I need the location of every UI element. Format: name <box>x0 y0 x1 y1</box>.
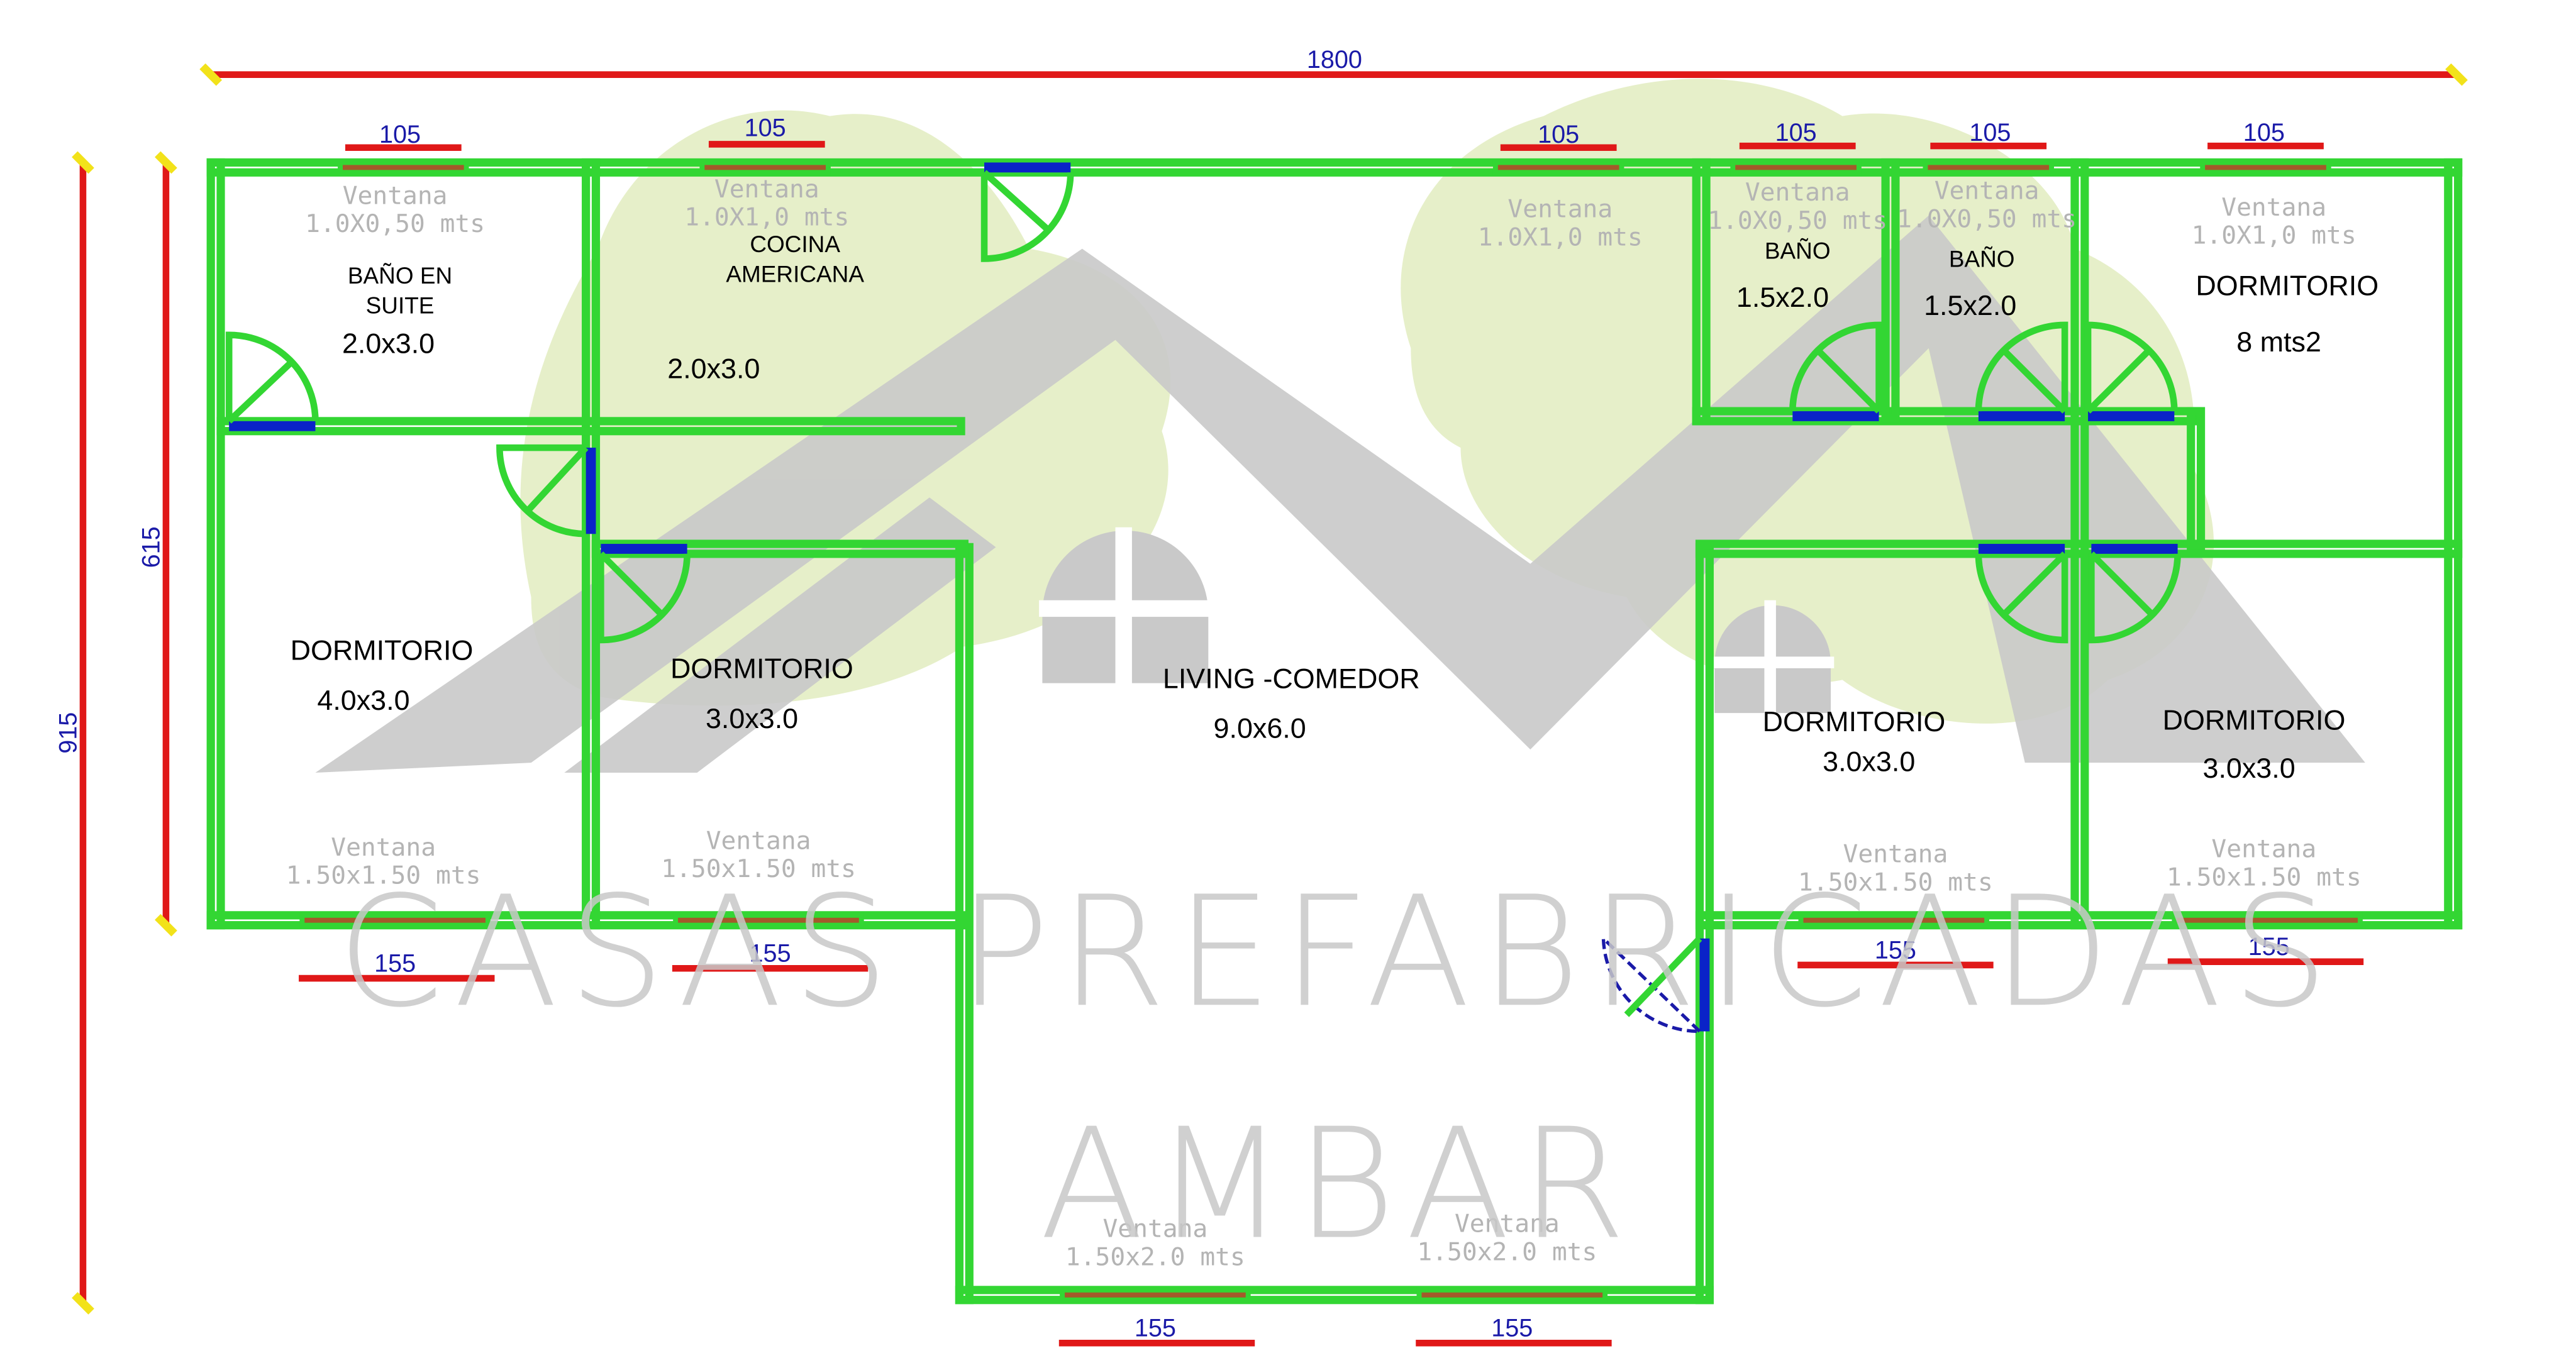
window-caption-bottom-1: Ventana <box>331 833 436 862</box>
dim-total-width: 1800 <box>1307 46 1362 74</box>
window-caption-bottom-3: Ventana <box>1843 839 1948 868</box>
window-caption-bottom-5: Ventana <box>1102 1214 1208 1243</box>
dim-top-window-3: 105 <box>1538 121 1579 148</box>
watermark: CASAS PREFABRICADAS AMBAR <box>337 864 2338 1274</box>
room-size-dorm-right-right: 3.0x3.0 <box>2203 752 2296 784</box>
room-size-dorm-left: 4.0x3.0 <box>317 684 409 716</box>
window-size-bottom-3: 1.50x1.50 mts <box>1798 868 1993 897</box>
window-icon-watermark <box>1039 527 1835 717</box>
dim-top-window-4: 105 <box>1775 119 1817 146</box>
watermark-line2: AMBAR <box>1040 1096 1636 1274</box>
window-size-bottom-4: 1.50x1.50 mts <box>2167 863 2362 892</box>
window-size-top-4: 1.0X0,50 mts <box>1707 206 1887 235</box>
window-caption-top-6: Ventana <box>2221 193 2326 222</box>
room-labels: BAÑO EN SUITE 2.0x3.0 COCINA AMERICANA 2… <box>291 231 2379 784</box>
room-size-cocina: 2.0x3.0 <box>667 352 760 384</box>
dim-bottom-window-6: 155 <box>1491 1315 1533 1342</box>
dim-bottom-window-4: 155 <box>2248 933 2290 961</box>
window-size-top-5: 1.0X0,50 mts <box>1897 204 2077 233</box>
window-size-top-6: 1.0X1,0 mts <box>2192 221 2357 250</box>
window-size-top-1: 1.0X0,50 mts <box>305 209 485 238</box>
dim-bottom-window-1: 155 <box>374 950 416 978</box>
window-size-bottom-2: 1.50x1.50 mts <box>661 854 856 883</box>
window-caption-bottom-2: Ventana <box>706 826 811 855</box>
window-caption-bottom-6: Ventana <box>1455 1210 1560 1239</box>
room-size-living: 9.0x6.0 <box>1214 712 1306 744</box>
room-name-bano-1: BAÑO <box>1765 238 1831 263</box>
room-name-cocina-line2: AMERICANA <box>726 261 864 287</box>
window-bars <box>299 160 2363 1303</box>
room-size-bano-1: 1.5x2.0 <box>1736 281 1829 313</box>
window-caption-top-1: Ventana <box>343 181 448 210</box>
doors <box>225 162 2181 1034</box>
window-size-bottom-1: 1.50x1.50 mts <box>286 861 481 890</box>
window-captions: Ventana 1.0X0,50 mts Ventana 1.0X1,0 mts… <box>286 175 2362 1271</box>
room-name-cocina-line1: COCINA <box>750 231 840 257</box>
window-caption-top-2: Ventana <box>714 175 819 204</box>
room-size-bano-suite: 2.0x3.0 <box>342 328 435 360</box>
room-name-dorm-left: DORMITORIO <box>291 634 474 666</box>
window-size-top-2: 1.0X1,0 mts <box>684 203 849 232</box>
dim-top-window-6: 105 <box>2243 119 2285 146</box>
room-size-dorm-top-right: 8 mts2 <box>2236 326 2321 358</box>
dim-bottom-window-2: 155 <box>750 940 791 968</box>
window-size-bottom-6: 1.50x2.0 mts <box>1417 1237 1597 1266</box>
watermark-line1: CASAS PREFABRICADAS <box>337 864 2338 1041</box>
window-caption-top-4: Ventana <box>1745 178 1850 207</box>
window-size-top-3: 1.0X1,0 mts <box>1478 223 1643 251</box>
room-name-dorm-right-center: DORMITORIO <box>1763 705 1946 737</box>
dim-total-height: 915 <box>54 712 82 754</box>
dim-partial-height: 615 <box>137 526 165 568</box>
window-size-bottom-5: 1.50x2.0 mts <box>1065 1242 1245 1271</box>
room-size-dorm-right-center: 3.0x3.0 <box>1823 745 1915 777</box>
room-size-bano-2: 1.5x2.0 <box>1924 289 2016 321</box>
dim-bottom-window-5: 155 <box>1135 1315 1176 1342</box>
room-name-dorm-right-right: DORMITORIO <box>2163 704 2346 736</box>
roof-watermark <box>315 215 2365 773</box>
room-name-bano-2: BAÑO <box>1949 246 2015 272</box>
room-name-bano-suite-line1: BAÑO EN <box>348 263 452 289</box>
room-name-dorm-left-center: DORMITORIO <box>670 653 853 685</box>
dimension-lines <box>72 63 2468 1347</box>
walls <box>206 158 2463 1305</box>
room-name-bano-suite-line2: SUITE <box>366 292 435 318</box>
room-name-dorm-top-right: DORMITORIO <box>2196 269 2379 301</box>
dim-top-window-2: 105 <box>745 114 786 141</box>
dim-top-window-5: 105 <box>1969 119 2011 146</box>
room-name-living: LIVING -COMEDOR <box>1163 663 1420 695</box>
room-size-dorm-left-center: 3.0x3.0 <box>706 702 798 734</box>
dim-top-window-1: 105 <box>379 121 421 148</box>
window-caption-bottom-4: Ventana <box>2211 835 2316 864</box>
dimension-labels: 1800 915 615 105 105 105 105 105 105 155… <box>54 46 2289 1342</box>
window-caption-top-3: Ventana <box>1507 195 1613 224</box>
window-caption-top-5: Ventana <box>1935 176 2040 205</box>
dim-bottom-window-3: 155 <box>1875 936 1916 964</box>
